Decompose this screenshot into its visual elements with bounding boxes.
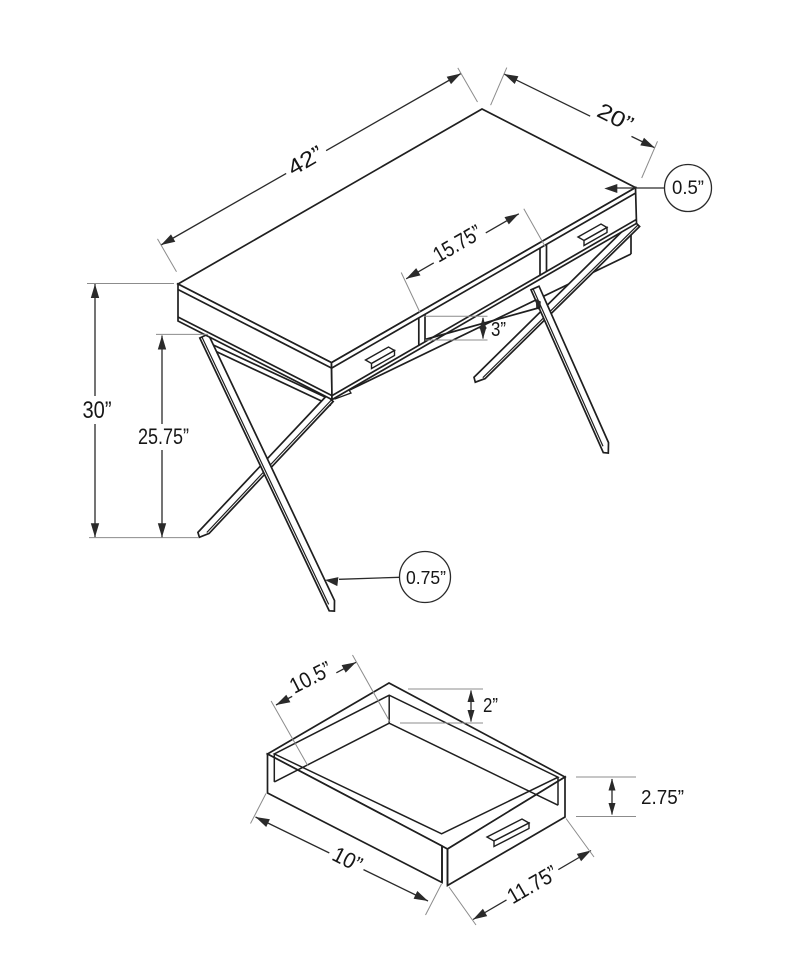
svg-text:0.75”: 0.75” xyxy=(406,568,446,588)
svg-text:2.75”: 2.75” xyxy=(641,787,684,809)
svg-text:30”: 30” xyxy=(83,397,112,424)
svg-text:2”: 2” xyxy=(483,695,498,717)
svg-text:0.5”: 0.5” xyxy=(672,178,704,199)
svg-text:11.75”: 11.75” xyxy=(503,860,562,909)
svg-text:3”: 3” xyxy=(491,319,506,341)
svg-text:25.75”: 25.75” xyxy=(138,424,189,449)
